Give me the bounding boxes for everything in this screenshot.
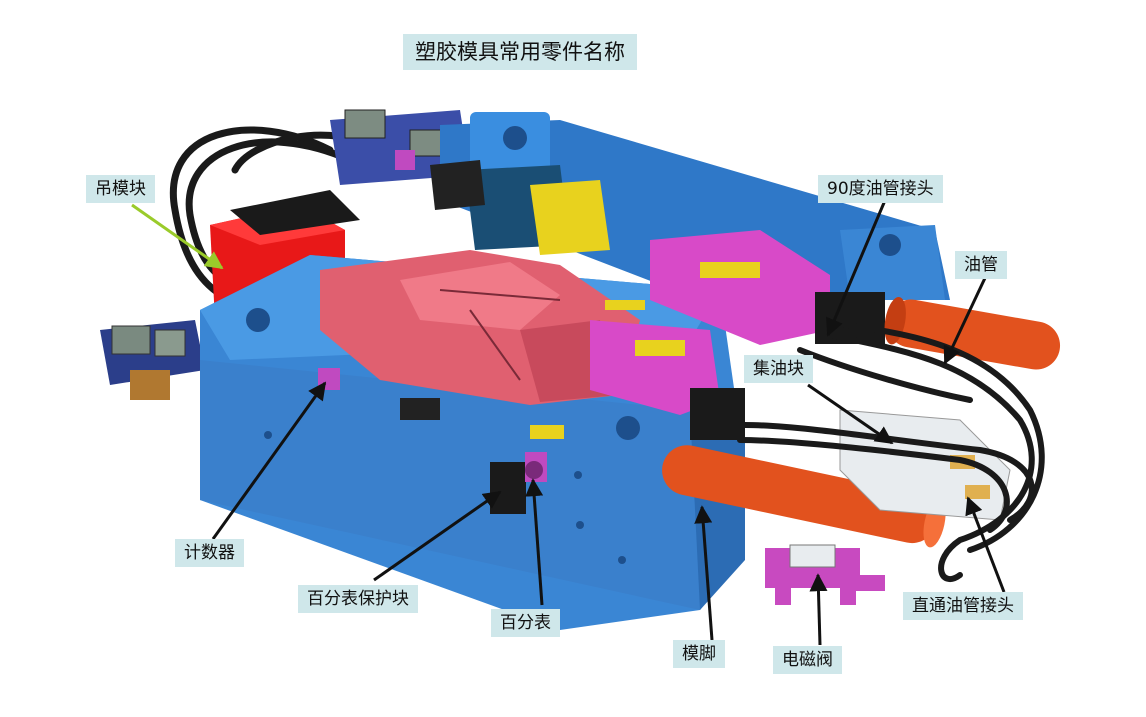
diagram-title: 塑胶模具常用零件名称 [403, 34, 637, 70]
label-dial-gauge-guard: 百分表保护块 [298, 585, 418, 613]
label-mold-foot: 模脚 [673, 640, 725, 668]
magenta-inserts [590, 230, 830, 415]
front-hoses [737, 322, 1045, 582]
label-counter: 计数器 [175, 539, 244, 567]
label-dial-gauge: 百分表 [491, 609, 560, 637]
label-oil-manifold: 集油块 [744, 355, 813, 383]
left-connectors [100, 320, 205, 400]
label-lifting-block: 吊模块 [86, 175, 155, 203]
solenoid-valve [765, 544, 885, 605]
core-cavity [320, 250, 640, 405]
label-solenoid-valve: 电磁阀 [773, 646, 842, 674]
center-back-blocks [430, 160, 610, 255]
leader-lines [131, 197, 1006, 646]
label-90-degree-hose-fitting: 90度油管接头 [818, 175, 943, 203]
label-straight-hose-fitting: 直通油管接头 [903, 592, 1023, 620]
label-oil-pipe: 油管 [955, 251, 1007, 279]
